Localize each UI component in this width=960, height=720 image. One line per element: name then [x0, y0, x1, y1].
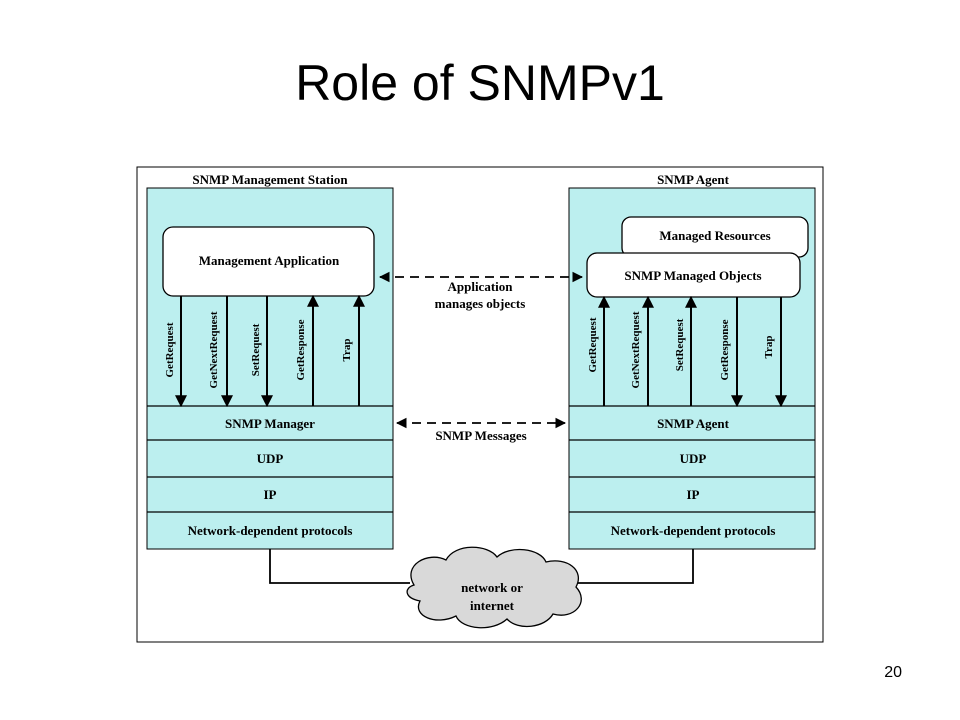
- agent-network-link: [575, 549, 694, 584]
- manager-pdu-label: SetRequest: [250, 323, 262, 376]
- snmp-messages-label: SNMP Messages: [435, 428, 526, 443]
- agent-layer-network-protocols: Network-dependent protocols: [611, 523, 776, 538]
- agent-station-heading: SNMP Agent: [657, 172, 730, 187]
- management-application-box: [162, 226, 375, 297]
- manager-pdu-label: Trap: [341, 338, 353, 361]
- manager-station-heading: SNMP Management Station: [192, 172, 348, 187]
- agent-pdu-label: GetNextRequest: [630, 311, 642, 388]
- agent-layer-ip: IP: [687, 487, 700, 502]
- manager-pdu-label: GetRequest: [164, 322, 176, 377]
- application-link-label-2: manages objects: [435, 296, 526, 311]
- agent-pdu-label: Trap: [763, 335, 775, 358]
- page-number: 20: [884, 664, 902, 681]
- manager-pdu-label: GetNextRequest: [208, 311, 220, 388]
- network-cloud-label-2: internet: [470, 598, 515, 613]
- managed-objects-label: SNMP Managed Objects: [624, 268, 761, 283]
- agent-layer-snmp-agent: SNMP Agent: [657, 416, 730, 431]
- agent-pdu-label: SetRequest: [674, 318, 686, 371]
- application-link-label-1: Application: [447, 279, 513, 294]
- agent-pdu-label: GetResponse: [719, 319, 731, 380]
- management-application-label: Management Application: [199, 253, 340, 268]
- manager-layer-ip: IP: [264, 487, 277, 502]
- manager-pdu-label: GetResponse: [295, 319, 307, 380]
- agent-layer-udp: UDP: [680, 451, 707, 466]
- slide-title: Role of SNMPv1: [295, 55, 665, 111]
- manager-layer-network-protocols: Network-dependent protocols: [188, 523, 353, 538]
- network-cloud-label-1: network or: [461, 580, 523, 595]
- managed-resources-label: Managed Resources: [659, 228, 770, 243]
- manager-layer-udp: UDP: [257, 451, 284, 466]
- network-cloud: [406, 546, 582, 629]
- manager-layer-snmp-manager: SNMP Manager: [225, 416, 315, 431]
- manager-network-link: [269, 549, 410, 584]
- agent-pdu-label: GetRequest: [587, 317, 599, 372]
